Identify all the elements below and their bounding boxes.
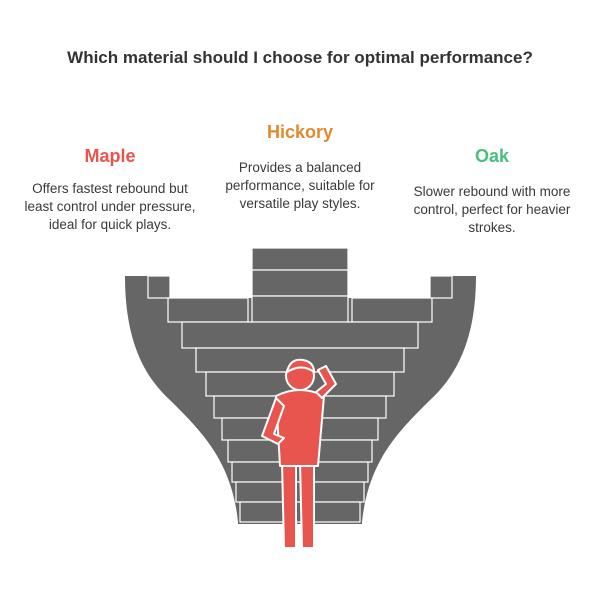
oak-description: Slower rebound with more control, perfec… (413, 184, 571, 235)
right-stairs (351, 275, 453, 323)
hickory-description: Provides a balanced performance, suitabl… (225, 160, 375, 211)
hickory-title: Hickory (266, 122, 334, 142)
oak-title: Oak (474, 146, 510, 166)
left-stairs (147, 275, 249, 323)
page-title: Which material should I choose for optim… (67, 48, 533, 67)
thinking-person-icon (261, 358, 337, 549)
maple-title: Maple (84, 146, 136, 166)
center-block (251, 247, 349, 323)
maple-description: Offers fastest rebound but least control… (24, 181, 196, 232)
